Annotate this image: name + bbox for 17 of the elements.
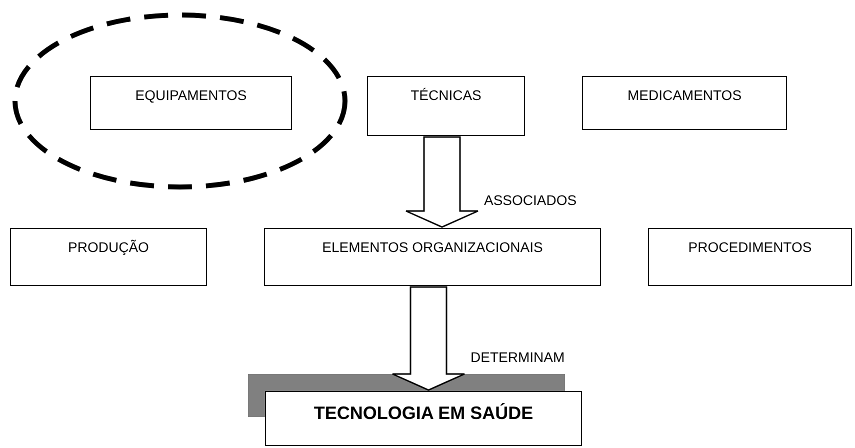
box-text: TÉCNICAS (410, 87, 482, 104)
process-box (90, 76, 292, 130)
box-text: ELEMENTOS ORGANIZACIONAIS (322, 239, 543, 256)
box-text: EQUIPAMENTOS (135, 87, 247, 104)
process-box (582, 76, 787, 130)
box-text: PROCEDIMENTOS (688, 239, 812, 256)
dashed-ellipse (12, 12, 348, 190)
box-text: TECNOLOGIA EM SAÚDE (314, 402, 534, 424)
process-box (367, 76, 525, 136)
process-box (10, 228, 207, 286)
block-arrow (405, 136, 479, 228)
block-arrow (392, 286, 466, 391)
box-text: MEDICAMENTOS (627, 87, 742, 104)
box-text: PRODUÇÃO (68, 239, 149, 256)
process-box (648, 228, 852, 286)
process-box (264, 228, 601, 286)
process-box (265, 391, 582, 446)
